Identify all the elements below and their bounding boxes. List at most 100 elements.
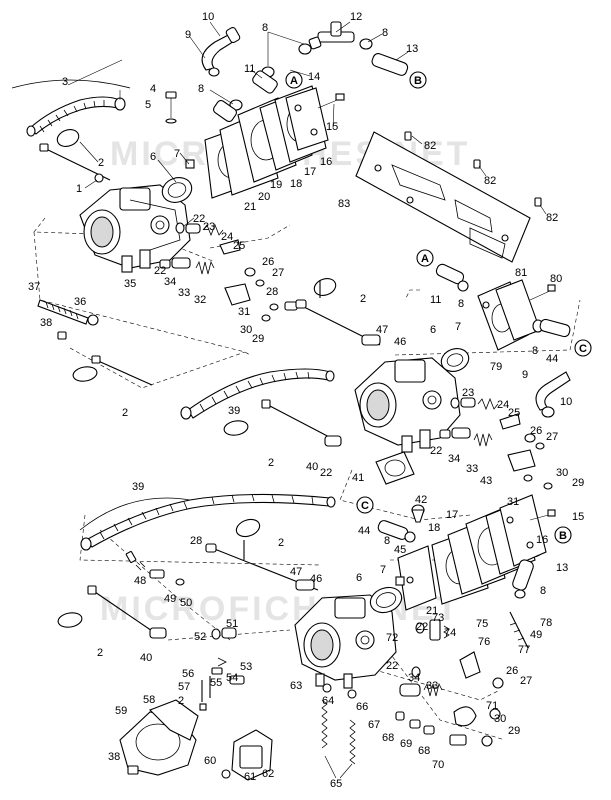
callout-33: 33 xyxy=(426,680,438,692)
butterfly-2a xyxy=(56,129,80,147)
screw-4-5 xyxy=(165,91,177,124)
callout-67: 67 xyxy=(368,719,380,731)
callout-39: 39 xyxy=(228,405,240,417)
callout-75: 75 xyxy=(476,618,488,630)
leader-lines-65 xyxy=(324,755,353,779)
gasket-6-7-mid xyxy=(440,348,470,372)
callout-57: 57 xyxy=(178,681,190,693)
callout-7: 7 xyxy=(380,564,386,576)
callout-2: 2 xyxy=(122,407,128,419)
callout-58: 58 xyxy=(143,694,155,706)
callout-38: 38 xyxy=(40,317,52,329)
hose-13-lower xyxy=(512,559,534,599)
callout-21: 21 xyxy=(426,605,438,617)
callout-23: 23 xyxy=(462,387,474,399)
spring-hose-39-mid xyxy=(180,368,335,420)
hose-13-top xyxy=(371,53,409,76)
callout-51: 51 xyxy=(226,618,238,630)
callout-35: 35 xyxy=(124,278,136,290)
callout-46: 46 xyxy=(394,336,406,348)
callout-65: 65 xyxy=(330,778,342,790)
callout-47: 47 xyxy=(376,324,388,336)
svg-text:A: A xyxy=(421,253,429,265)
shaft-1 xyxy=(39,143,111,183)
mounting-plate-83 xyxy=(355,131,531,263)
callout-43: 43 xyxy=(480,475,492,487)
callout-25: 25 xyxy=(233,240,245,252)
callout-27: 27 xyxy=(272,267,284,279)
callout-17: 17 xyxy=(446,509,458,521)
gasket-6-7-top xyxy=(161,159,195,203)
callout-8: 8 xyxy=(540,585,546,597)
callout-28: 28 xyxy=(266,286,278,298)
callout-30: 30 xyxy=(556,467,568,479)
callout-81: 81 xyxy=(515,267,527,279)
callout-68: 68 xyxy=(418,745,430,757)
callout-82: 82 xyxy=(484,175,496,187)
callout-41: 41 xyxy=(352,472,364,484)
callout-18: 18 xyxy=(290,178,302,190)
callout-39: 39 xyxy=(132,481,144,493)
callout-2: 2 xyxy=(278,537,284,549)
callout-55: 55 xyxy=(210,677,222,689)
svg-text:B: B xyxy=(414,75,422,87)
callout-31: 31 xyxy=(507,496,519,508)
callout-40: 40 xyxy=(140,652,152,664)
callout-31: 31 xyxy=(238,306,250,318)
svg-text:A: A xyxy=(290,75,298,87)
adapter-79 xyxy=(477,279,541,351)
callout-82: 82 xyxy=(424,140,436,152)
callout-62: 62 xyxy=(262,768,274,780)
callout-34: 34 xyxy=(164,276,176,288)
callout-10: 10 xyxy=(202,11,214,23)
callout-83: 83 xyxy=(338,198,350,210)
callout-66: 66 xyxy=(356,701,368,713)
callout-45: 45 xyxy=(394,544,406,556)
callout-49: 49 xyxy=(164,593,176,605)
small-parts-lower xyxy=(199,611,529,747)
tee-fitting-12 xyxy=(308,21,355,50)
callout-24: 24 xyxy=(497,399,509,411)
bracket-3 xyxy=(11,79,131,89)
hose-11-14 xyxy=(212,70,278,123)
callout-27: 27 xyxy=(520,675,532,687)
callout-18: 18 xyxy=(428,522,440,534)
ref-C-mid: C xyxy=(574,339,592,357)
gasket-41 xyxy=(375,451,415,485)
screws-82 xyxy=(404,131,542,207)
callout-8: 8 xyxy=(532,345,538,357)
callout-36: 36 xyxy=(74,296,86,308)
screw-15-lower xyxy=(529,509,556,521)
shaft-40-lower xyxy=(57,585,167,639)
callout-29: 29 xyxy=(508,725,520,737)
callout-29: 29 xyxy=(572,477,584,489)
callout-73: 73 xyxy=(432,612,444,624)
carb-body-lower xyxy=(294,594,397,689)
callout-2: 2 xyxy=(97,647,103,659)
callout-48: 48 xyxy=(134,575,146,587)
callout-32: 32 xyxy=(194,294,206,306)
callout-76: 76 xyxy=(478,636,490,648)
callout-1: 1 xyxy=(76,183,82,195)
callout-49: 49 xyxy=(530,629,542,641)
callout-78: 78 xyxy=(540,617,552,629)
callout-11: 11 xyxy=(430,294,441,306)
callout-17: 17 xyxy=(304,166,316,178)
callout-25: 25 xyxy=(508,407,520,419)
callout-59: 59 xyxy=(115,705,127,717)
callout-26: 26 xyxy=(506,665,518,677)
callout-15: 15 xyxy=(572,511,584,523)
callout-72: 72 xyxy=(386,632,398,644)
hose-9-10-top xyxy=(201,26,241,77)
ref-B-lower: B xyxy=(554,526,572,544)
callout-13: 13 xyxy=(556,562,568,574)
callout-68: 68 xyxy=(382,732,394,744)
callout-2: 2 xyxy=(98,157,104,169)
spring-hose-39-lower xyxy=(80,493,336,551)
callout-14: 14 xyxy=(308,71,320,83)
callout-28: 28 xyxy=(190,535,202,547)
callout-44: 44 xyxy=(546,353,558,365)
callout-44: 44 xyxy=(358,525,370,537)
callout-22: 22 xyxy=(154,265,166,277)
